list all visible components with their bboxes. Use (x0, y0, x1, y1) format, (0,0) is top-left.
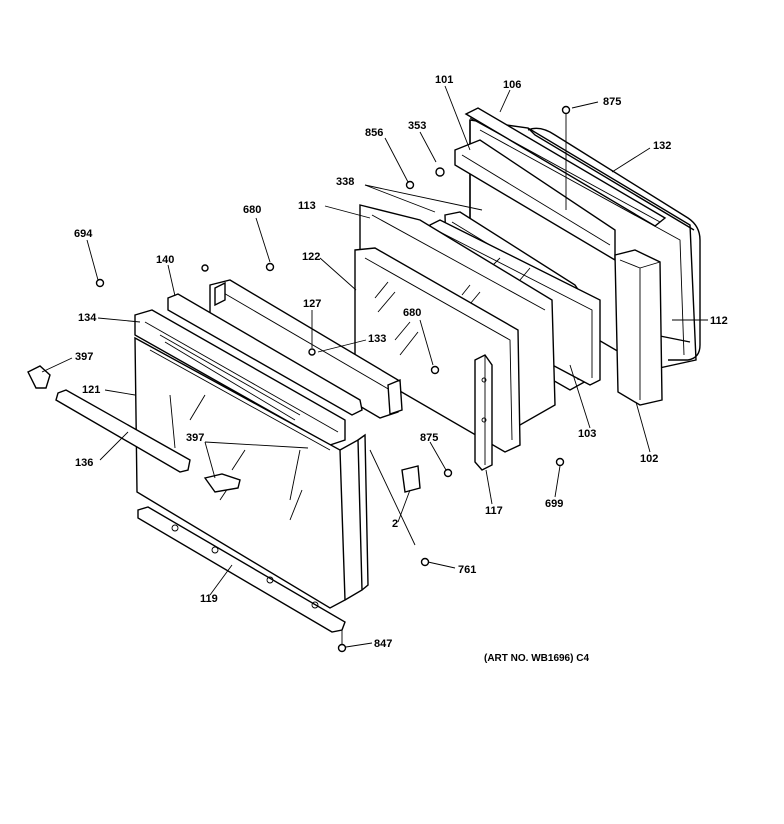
label-875-mid: 875 (420, 432, 438, 444)
handle-bracket-397-right (203, 473, 241, 493)
trim-140 (167, 293, 363, 416)
label-132: 132 (653, 140, 671, 152)
label-338: 338 (336, 176, 354, 188)
label-856: 856 (365, 127, 383, 139)
label-119: 119 (200, 593, 218, 605)
art-number: (ART NO. WB1696) C4 (484, 653, 589, 664)
label-106: 106 (503, 79, 521, 91)
label-112: 112 (710, 315, 728, 327)
label-122: 122 (302, 251, 320, 263)
hinge-2 (401, 465, 421, 493)
bracket-133 (387, 378, 403, 415)
label-103: 103 (578, 428, 596, 440)
handle-bracket-397-left (27, 365, 51, 389)
label-133: 133 (368, 333, 386, 345)
label-397-right: 397 (186, 432, 204, 444)
label-136: 136 (75, 457, 93, 469)
label-127: 127 (303, 298, 321, 310)
label-875-top: 875 (603, 96, 621, 108)
label-397-left: 397 (75, 351, 93, 363)
handle-136 (55, 389, 191, 473)
label-694: 694 (74, 228, 93, 240)
screws (95, 105, 571, 653)
label-2: 2 (392, 518, 398, 530)
leader-lines (41, 85, 708, 648)
control-panel-134 (134, 309, 346, 446)
label-680-mid: 680 (403, 307, 421, 319)
side-frame-102 (614, 249, 663, 406)
label-353: 353 (408, 120, 426, 132)
top-channel-106 (464, 107, 667, 227)
label-761: 761 (458, 564, 476, 576)
label-699: 699 (545, 498, 563, 510)
label-117: 117 (485, 505, 503, 517)
label-140: 140 (156, 254, 174, 266)
label-113: 113 (298, 200, 316, 212)
label-102: 102 (640, 453, 658, 465)
label-680-top: 680 (243, 204, 261, 216)
inner-liner-101 (435, 139, 616, 262)
part-labels: 101 106 875 132 856 353 338 113 680 694 … (74, 74, 728, 664)
outer-door-121 (134, 336, 369, 609)
channel-117 (474, 354, 493, 471)
label-134: 134 (78, 312, 97, 324)
label-847: 847 (374, 638, 392, 650)
label-121: 121 (82, 384, 100, 396)
label-101: 101 (435, 74, 453, 86)
